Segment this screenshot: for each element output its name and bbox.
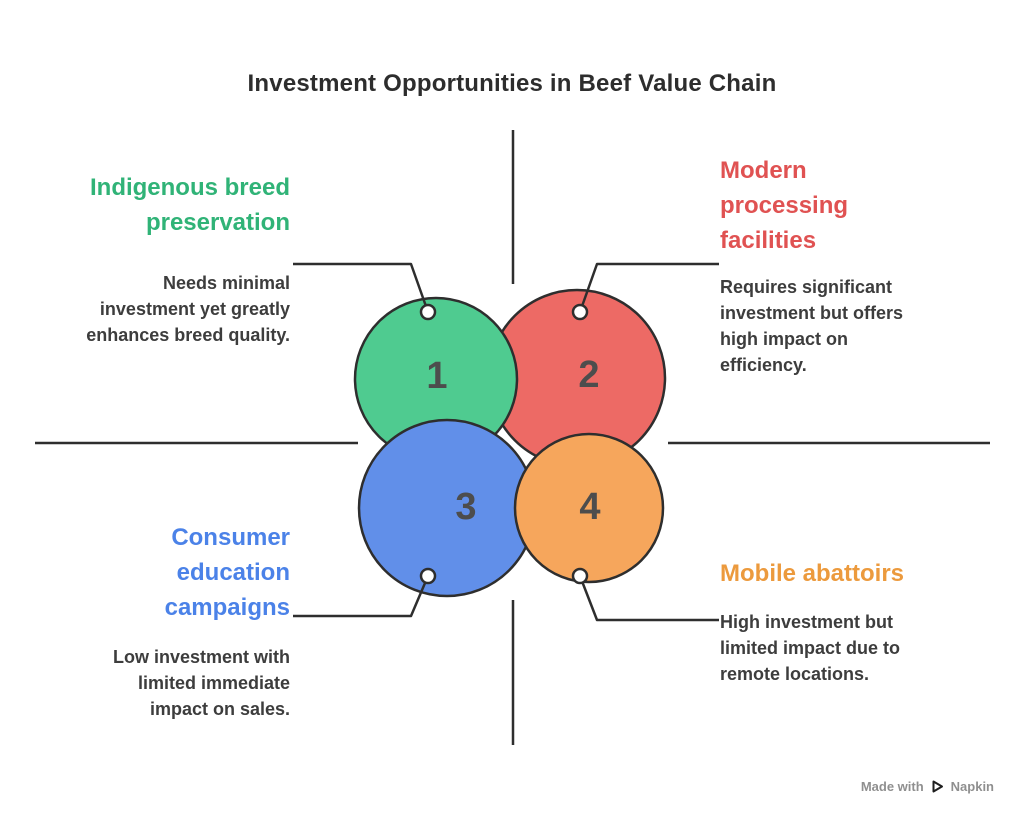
anchor-ring-1 xyxy=(419,303,437,321)
circle-number-1: 1 xyxy=(426,355,447,397)
quadrant-2-description: Requires significant investment but offe… xyxy=(720,277,904,375)
quadrant-4-title: Mobile abattoirs xyxy=(720,560,905,587)
connector-1 xyxy=(293,262,430,313)
quadrant-4-description: High investment but limited impact due t… xyxy=(720,612,901,684)
anchor-ring-2 xyxy=(571,303,589,321)
quadrant-2-title: Modern processing facilities xyxy=(720,157,849,254)
circle-number-2: 2 xyxy=(578,354,599,396)
connector-4 xyxy=(578,575,719,622)
napkin-logo-icon xyxy=(930,779,945,794)
circle-4-mobile-abattoirs xyxy=(513,432,665,584)
circle-number-3: 3 xyxy=(455,486,476,528)
anchor-ring-3 xyxy=(419,567,437,585)
anchor-ring-4 xyxy=(571,567,589,585)
napkin-brand-label: Napkin xyxy=(950,779,994,794)
quadrant-3-description: Low investment with limited immediate im… xyxy=(112,647,290,719)
page-title: Investment Opportunities in Beef Value C… xyxy=(247,70,777,97)
made-with-label: Made with xyxy=(860,779,924,794)
connector-2 xyxy=(578,262,719,313)
quadrant-3-title: Consumer education campaigns xyxy=(164,524,290,621)
circle-3-consumer-education xyxy=(357,418,537,598)
connector-3 xyxy=(293,575,430,618)
napkin-attribution[interactable]: Made with Napkin xyxy=(861,779,994,794)
quadrant-1-title: Indigenous breed preservation xyxy=(89,174,290,236)
quadrant-1-description: Needs minimal investment yet greatly enh… xyxy=(86,273,290,345)
circle-number-4: 4 xyxy=(579,486,600,528)
